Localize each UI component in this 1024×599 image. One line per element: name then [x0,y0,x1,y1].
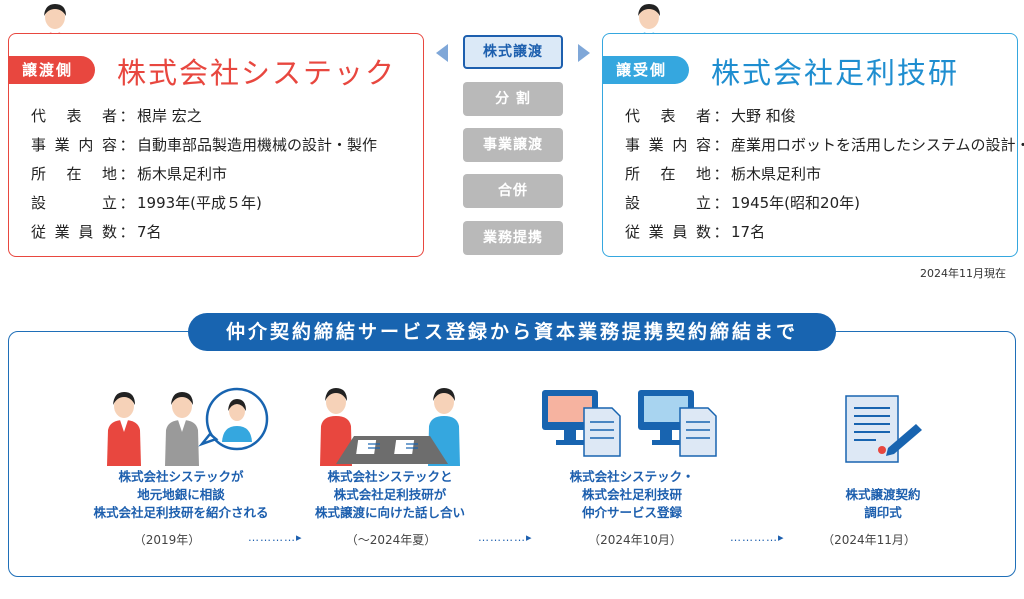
seller-info-row: 従業員数：7名 [31,223,162,241]
seller-info-row: 事業内容：自動車部品製造用機械の設計・製作 [31,136,378,154]
buyer-company-name: 株式会社足利技研 [711,56,960,90]
arrow-right-icon [578,44,590,62]
process-step-3-text: 株式会社システック・ 株式会社足利技研 仲介サービス登録 [569,469,695,520]
seller-info-list: 代表者：根岸 宏之 事業内容：自動車部品製造用機械の設計・製作 所在地：栃木県足… [31,102,377,247]
meeting-icon [320,388,460,466]
process-step-3-date: （2024年10月） [588,533,682,547]
process-step-1-date: （2019年） [133,533,201,547]
process-connector: …………▸ [478,531,533,544]
buyer-info-row: 設立：1945年(昭和20年) [625,194,860,212]
buyer-info-row: 代表者：大野 和俊 [625,107,796,125]
scheme-option-merger[interactable]: 合併 [463,174,563,208]
scheme-option-stock-transfer[interactable]: 株式譲渡 [463,35,563,69]
seller-info-row: 設立：1993年(平成５年) [31,194,262,212]
process-connector: …………▸ [248,531,303,544]
scheme-option-alliance[interactable]: 業務提携 [463,221,563,255]
seller-company-name: 株式会社システック [117,56,397,90]
process-step-1-text: 株式会社システックが 地元地銀に相談 株式会社足利技研を紹介される [93,469,269,520]
seller-side-tag: 譲渡側 [8,56,96,84]
buyer-side-tag: 譲受側 [602,56,690,84]
process-title: 仲介契約締結サービス登録から資本業務提携契約締結まで [188,313,836,351]
consultation-icon [107,387,269,466]
contract-signing-icon [845,395,922,463]
scheme-option-split[interactable]: 分 割 [463,82,563,116]
seller-info-row: 所在地：栃木県足利市 [31,165,228,183]
buyer-info-list: 代表者：大野 和俊 事業内容：産業用ロボットを活用したシステムの設計・製作 所在… [625,102,1024,247]
process-step-4-date: （2024年11月） [822,533,916,547]
process-step-4-text: 株式譲渡契約 調印式 [845,487,921,520]
process-step-2-text: 株式会社システックと 株式会社足利技研が 株式譲渡に向けた話し合い [314,469,465,520]
scheme-option-business-transfer[interactable]: 事業譲渡 [463,128,563,162]
buyer-company-card: 譲受側 株式会社足利技研 代表者：大野 和俊 事業内容：産業用ロボットを活用した… [602,33,1024,257]
buyer-info-row: 所在地：栃木県足利市 [625,165,822,183]
arrow-left-icon [436,44,448,62]
buyer-info-row: 従業員数：17名 [625,223,766,241]
computer-registration-icon [542,390,717,457]
seller-company-card: 譲渡側 株式会社システック 代表者：根岸 宏之 事業内容：自動車部品製造用機械の… [8,33,424,257]
process-connector: …………▸ [730,531,785,544]
process-step-2-date: （〜2024年夏） [345,533,437,547]
seller-info-row: 代表者：根岸 宏之 [31,107,202,125]
as-of-date: 2024年11月現在 [920,267,1006,280]
buyer-info-row: 事業内容：産業用ロボットを活用したシステムの設計・製作 [625,136,1024,154]
